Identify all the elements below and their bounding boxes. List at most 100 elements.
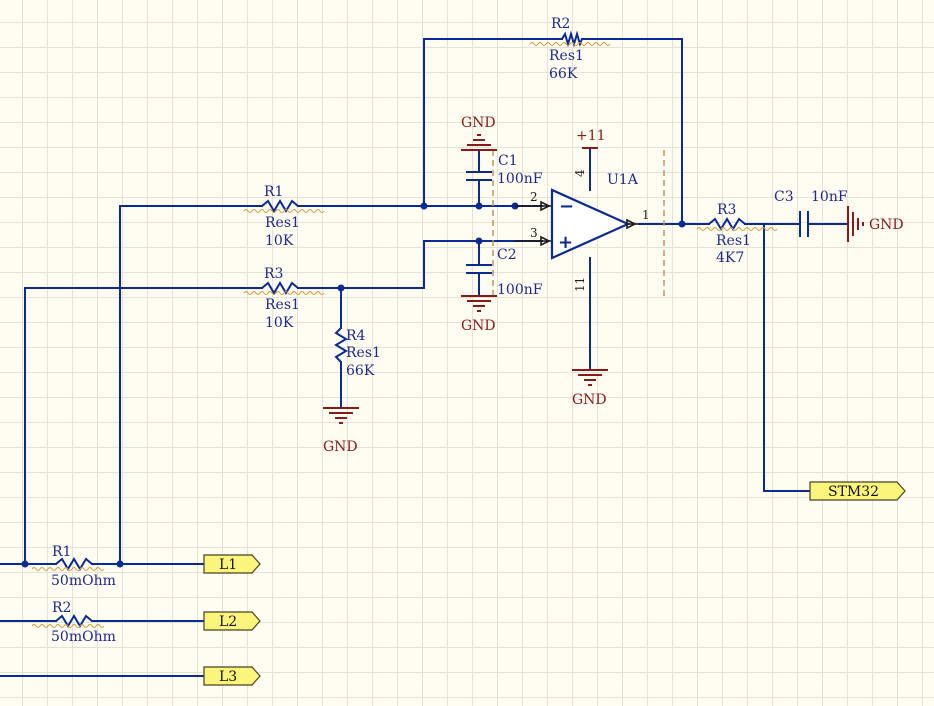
capacitor-c1[interactable]: C1 100nF <box>466 153 543 187</box>
wires <box>0 38 849 677</box>
wire-r1-to-inv[interactable] <box>119 205 263 563</box>
pin-number-out: 1 <box>642 208 650 222</box>
capacitor-designator: C1 <box>498 153 518 169</box>
resistor-comment: Res1 <box>265 215 300 231</box>
resistor-designator: R1 <box>264 184 283 200</box>
resistor-symbol <box>261 281 299 295</box>
resistor-r1-shunt[interactable]: R1 50mOhm <box>31 544 116 589</box>
opamp-triangle <box>550 188 631 260</box>
port-label: L2 <box>219 614 237 630</box>
resistor-r2-shunt[interactable]: R2 50mOhm <box>31 600 116 645</box>
spelling-underline <box>31 624 105 628</box>
resistor-value: 10K <box>265 315 294 331</box>
spelling-underline <box>529 42 611 46</box>
wire-to-stm32[interactable] <box>763 223 811 492</box>
port-label: L3 <box>219 669 237 685</box>
resistor-value: 66K <box>346 363 375 379</box>
pin-number-vpos: 4 <box>573 169 587 177</box>
spelling-underline <box>696 227 778 231</box>
port-shape <box>809 481 906 501</box>
capacitor-value: 100nF <box>497 171 543 187</box>
pin-number-noninv: 3 <box>530 226 538 240</box>
ground-c2[interactable]: GND <box>461 295 497 334</box>
plus-sign: + <box>558 232 573 253</box>
port-l3[interactable]: L3 <box>203 666 261 686</box>
resistor-value: 4K7 <box>716 250 744 266</box>
resistor-r3-mid[interactable]: R3 Res1 10K <box>243 266 325 331</box>
ground-label: GND <box>869 217 904 233</box>
wire-feedback-right[interactable] <box>581 38 683 225</box>
ground-label: GND <box>461 318 496 334</box>
ground-label: GND <box>323 439 358 455</box>
capacitor-value: 100nF <box>497 282 543 298</box>
ground-r4[interactable]: GND <box>323 407 359 455</box>
capacitor-c3[interactable]: C3 10nF <box>774 189 848 237</box>
port-shape <box>203 666 261 686</box>
junction-dot <box>21 560 29 568</box>
resistor-comment: Res1 <box>716 233 751 249</box>
port-label: STM32 <box>828 484 879 500</box>
junction-dot <box>337 284 345 292</box>
wire-feedback[interactable] <box>423 38 563 207</box>
spelling-underline <box>31 567 105 571</box>
resistor-value: 66K <box>549 66 578 82</box>
ground-opamp[interactable]: GND <box>572 369 608 408</box>
resistor-r3-out[interactable]: R3 Res1 4K7 <box>696 202 778 266</box>
resistor-designator: R2 <box>551 16 570 32</box>
resistor-symbol <box>55 614 93 628</box>
capacitor-designator: C3 <box>774 189 794 205</box>
resistor-r1-mid[interactable]: R1 Res1 10K <box>243 184 325 249</box>
junction-dot <box>475 237 483 245</box>
resistor-symbol <box>334 327 348 363</box>
port-shape <box>203 554 261 574</box>
resistor-designator: R3 <box>717 202 736 218</box>
pin-arrow <box>540 200 551 212</box>
wire-r3-out[interactable] <box>297 240 543 289</box>
resistor-designator: R4 <box>346 328 366 344</box>
power-vcc[interactable]: +11 <box>576 128 606 149</box>
junction-dot <box>678 220 686 228</box>
junction-dot <box>475 202 483 210</box>
resistor-symbol <box>261 199 299 213</box>
opamp-designator: U1A <box>607 172 639 188</box>
ground-label: GND <box>572 392 607 408</box>
opamp-u1a[interactable]: − + 2 3 1 4 11 U1A <box>492 150 665 300</box>
minus-sign: − <box>559 196 574 217</box>
resistor-comment: Res1 <box>346 345 381 361</box>
junction-dot <box>420 202 428 210</box>
spelling-underline <box>243 209 325 213</box>
port-l2[interactable]: L2 <box>203 611 261 631</box>
port-stm32[interactable]: STM32 <box>809 481 906 501</box>
capacitor-value: 10nF <box>811 189 848 205</box>
resistor-value: 50mOhm <box>51 629 116 645</box>
capacitor-c2[interactable]: C2 100nF <box>466 247 543 298</box>
resistor-comment: Res1 <box>549 48 584 64</box>
resistor-designator: R1 <box>52 544 71 560</box>
resistor-symbol <box>708 217 746 231</box>
ground-c1[interactable]: GND <box>461 115 497 151</box>
pin-number-inv: 2 <box>530 190 538 204</box>
power-label: +11 <box>576 128 606 144</box>
pin-number-vneg: 11 <box>573 277 587 292</box>
resistor-value: 10K <box>265 233 294 249</box>
pin-arrow <box>626 218 637 230</box>
pin-arrow <box>540 235 551 247</box>
ground-c3[interactable]: GND <box>847 206 904 242</box>
junctions <box>21 202 686 568</box>
resistor-comment: Res1 <box>265 297 300 313</box>
port-l1[interactable]: L1 <box>203 554 261 574</box>
port-shape <box>203 611 261 631</box>
wire-r3-in[interactable] <box>24 287 263 563</box>
resistor-designator: R2 <box>52 600 71 616</box>
junction-dot <box>116 560 124 568</box>
resistor-symbol <box>55 557 93 571</box>
resistor-value: 50mOhm <box>51 573 116 589</box>
resistor-r2-top[interactable]: R2 Res1 66K <box>529 16 611 82</box>
ground-label: GND <box>461 115 496 131</box>
spelling-underline <box>243 291 325 295</box>
port-label: L1 <box>219 557 237 573</box>
resistor-r4[interactable]: R4 Res1 66K <box>334 327 381 379</box>
resistor-designator: R3 <box>264 266 283 282</box>
capacitor-designator: C2 <box>497 247 517 263</box>
